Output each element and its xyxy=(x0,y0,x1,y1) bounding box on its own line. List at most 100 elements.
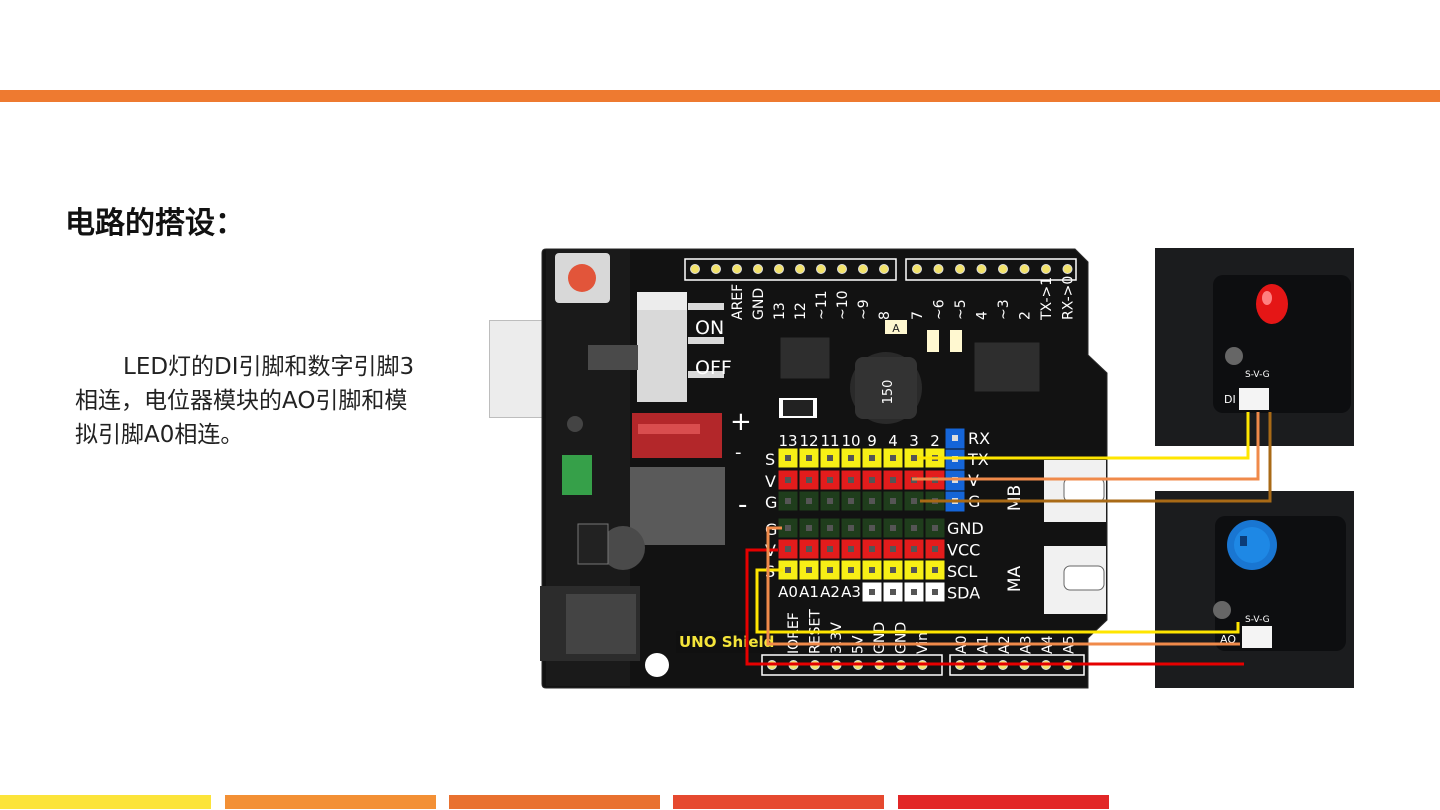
header-label: ~5 xyxy=(953,299,969,320)
pin-hole xyxy=(869,498,875,504)
regulator-block xyxy=(630,467,725,545)
plus-label: + xyxy=(730,407,752,437)
green-component xyxy=(562,455,592,495)
header-pin xyxy=(690,264,700,274)
led-vcc-wire xyxy=(912,412,1260,481)
pin-hole xyxy=(827,525,833,531)
pin-hole xyxy=(827,455,833,461)
header-pins-left xyxy=(690,264,889,274)
header-label: ~9 xyxy=(856,299,872,320)
potentiometer-drawing: S-V-G AO xyxy=(1213,520,1277,648)
mounting-hole xyxy=(645,653,669,677)
pin-hole xyxy=(932,589,938,595)
header-label: RX->0 xyxy=(1061,276,1077,320)
digital-pin-number: 11 xyxy=(820,432,839,450)
header-label: TX->1 xyxy=(1039,277,1055,321)
digital-row-label: G xyxy=(765,493,777,512)
reset-button[interactable] xyxy=(568,264,596,292)
switch-pin xyxy=(688,371,724,378)
mounting-hole xyxy=(567,416,583,432)
i2c-label: SDA xyxy=(947,584,980,603)
pot-connector xyxy=(1242,626,1272,648)
minus-label: - xyxy=(738,490,747,520)
switch-lever[interactable] xyxy=(588,345,638,370)
analog-pin-number: A2 xyxy=(820,583,840,601)
pin-hole xyxy=(806,567,812,573)
shield-label-bg xyxy=(676,631,774,653)
digital-row-label: S xyxy=(765,450,775,469)
driver-chip xyxy=(973,341,1041,393)
pin-hole xyxy=(785,567,791,573)
led-module-drawing: S-V-G DI xyxy=(1224,284,1288,410)
footer-segment-5 xyxy=(898,795,1109,809)
pin-hole xyxy=(890,525,896,531)
led-connector xyxy=(1239,388,1269,410)
pin-hole xyxy=(890,589,896,595)
motor-a-label: MA xyxy=(1005,565,1025,592)
header-label: 2 xyxy=(1018,311,1034,320)
inductor-body xyxy=(855,357,917,419)
pin-hole xyxy=(848,498,854,504)
board-name-label: UNO Shield xyxy=(679,633,774,651)
battery-connector xyxy=(632,413,722,458)
header-label: ~11 xyxy=(814,290,830,320)
mount-hole xyxy=(1213,601,1231,619)
pin-hole xyxy=(848,546,854,552)
i2c-label: SCL xyxy=(947,562,977,581)
power-switch[interactable] xyxy=(637,292,687,402)
digital-pin-number: 10 xyxy=(841,432,860,450)
pin-hole xyxy=(869,525,875,531)
pin-hole xyxy=(890,477,896,483)
pin-hole xyxy=(890,498,896,504)
chip-a-label-3 xyxy=(950,330,962,352)
pin-hole xyxy=(911,498,917,504)
power-header-label: 3.3V xyxy=(829,622,845,654)
pot-signal-wire xyxy=(755,568,1240,634)
capacitor xyxy=(601,526,645,570)
header-pin xyxy=(774,264,784,274)
pin-hole xyxy=(785,477,791,483)
pin-hole xyxy=(911,567,917,573)
analog-pin-number: A3 xyxy=(841,583,861,601)
digital-pin-number: 3 xyxy=(909,432,919,450)
analog-pin-number: A0 xyxy=(778,583,798,601)
pin-hole xyxy=(848,567,854,573)
header-pin xyxy=(816,264,826,274)
footer-segment-2 xyxy=(225,795,436,809)
pin-hole xyxy=(785,455,791,461)
pin-hole xyxy=(806,525,812,531)
slide-title: 电路的搭设： xyxy=(65,206,245,241)
footer-segment-4 xyxy=(673,795,884,809)
pin-hole xyxy=(869,589,875,595)
battery-connector-tab xyxy=(638,424,700,434)
pin-hole xyxy=(890,546,896,552)
uart-pin-hole xyxy=(952,435,958,441)
pin-hole xyxy=(785,525,791,531)
top-accent-bar xyxy=(0,90,1440,102)
digital-pin-number: 9 xyxy=(867,432,877,450)
inductor-label: 150 xyxy=(881,380,896,405)
digital-pin-number: 2 xyxy=(930,432,940,450)
header-pin xyxy=(753,264,763,274)
digital-row-label: V xyxy=(765,472,776,491)
pot-connector-label: S-V-G xyxy=(1245,615,1270,625)
pin-hole xyxy=(932,546,938,552)
potentiometer-module-photo: S-V-G AO xyxy=(1155,491,1354,688)
pin-hole xyxy=(869,477,875,483)
led-connector-label: S-V-G xyxy=(1245,370,1270,380)
led-pin-label: DI xyxy=(1224,393,1236,406)
pin-hole xyxy=(911,546,917,552)
pin-hole xyxy=(848,477,854,483)
chip-a-label-1 xyxy=(885,320,907,334)
header-pin xyxy=(732,264,742,274)
header-label: ~6 xyxy=(932,299,948,320)
header-pin xyxy=(1062,264,1073,274)
header-pin xyxy=(879,264,889,274)
transistor-body xyxy=(783,400,813,416)
led-signal-wire xyxy=(917,412,1250,460)
header-pin xyxy=(1019,264,1030,274)
header-digital-right xyxy=(905,258,1077,281)
pin-hole xyxy=(848,455,854,461)
